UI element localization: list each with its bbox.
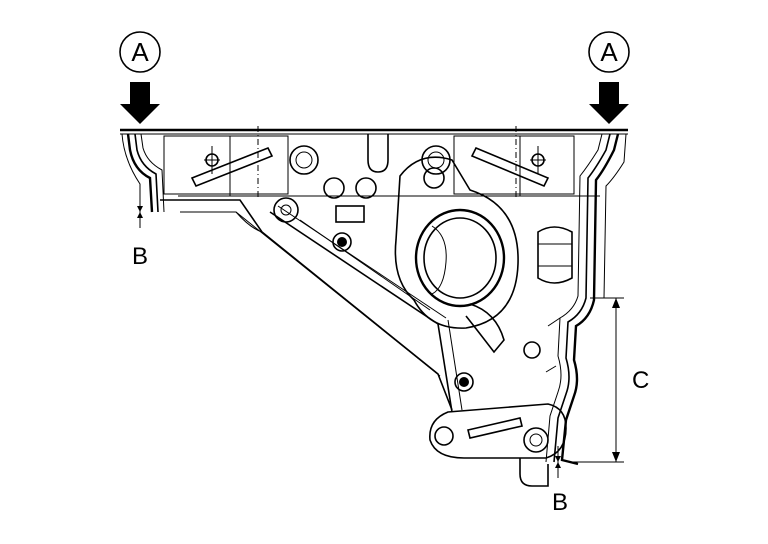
callout-a-left-label: A bbox=[131, 37, 149, 67]
dimension-b-bottom: B bbox=[552, 446, 568, 516]
dim-c-label: C bbox=[632, 367, 649, 394]
view-marker-a-left: A bbox=[119, 31, 161, 124]
diagonal-ribs bbox=[269, 205, 541, 413]
top-flange bbox=[120, 128, 628, 135]
view-marker-a-right: A bbox=[588, 31, 630, 124]
top-inner-features bbox=[163, 126, 575, 223]
arrow-down-icon bbox=[589, 82, 629, 124]
right-wall-bead bbox=[545, 133, 627, 466]
strainer-opening bbox=[394, 156, 519, 354]
baffle-cylinder bbox=[537, 226, 573, 373]
dim-b-bottom-label: B bbox=[552, 489, 568, 516]
callout-circle-left bbox=[119, 31, 161, 73]
callout-a-right-label: A bbox=[600, 37, 618, 67]
dim-b-left-label: B bbox=[132, 243, 148, 270]
dimension-c: C bbox=[570, 297, 649, 463]
arrow-down-icon bbox=[120, 82, 160, 124]
dimension-b-left: B bbox=[132, 196, 148, 270]
left-wall-bead bbox=[121, 133, 165, 213]
oil-pan-body bbox=[160, 195, 600, 487]
callout-circle-right bbox=[588, 31, 630, 73]
